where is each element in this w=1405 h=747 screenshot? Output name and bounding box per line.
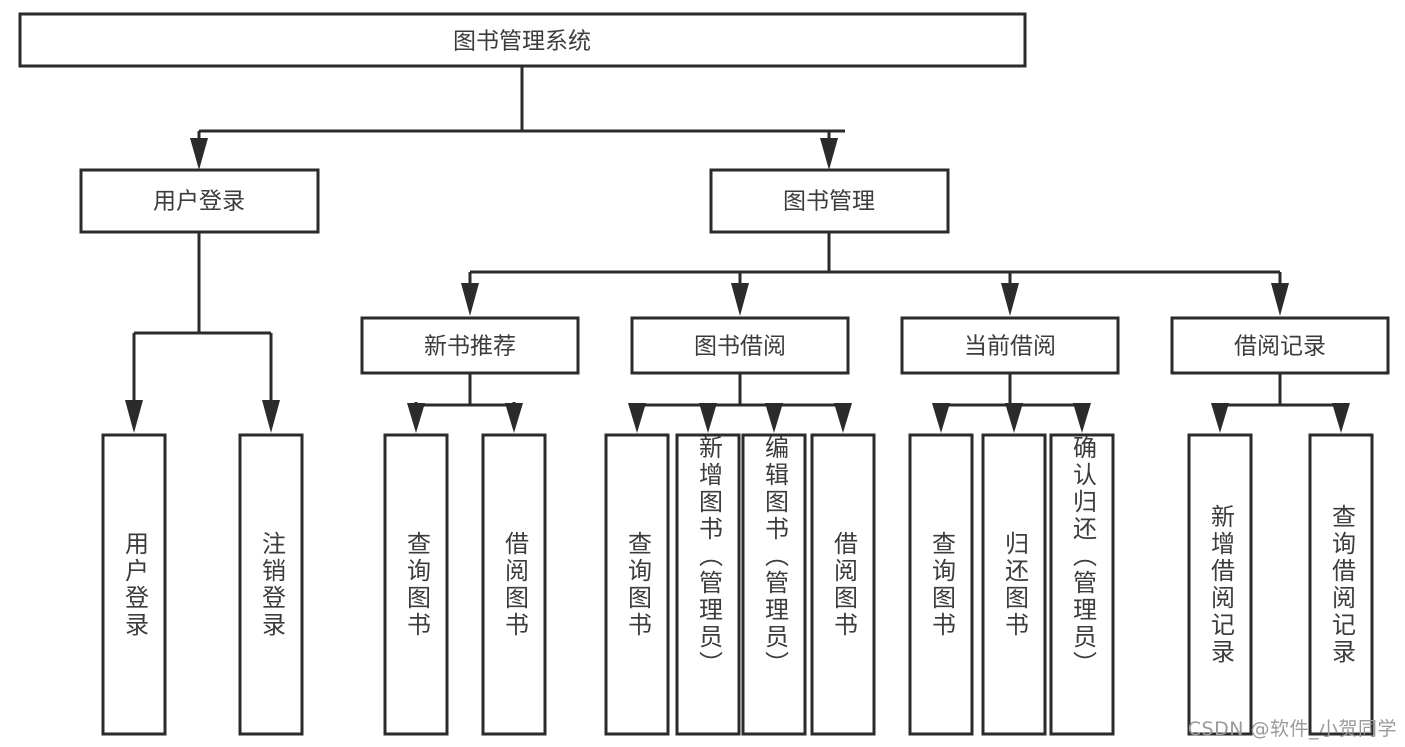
node-borrow-record-rect[interactable] [1170, 316, 1390, 375]
node-user-login[interactable]: 用户登录 [79, 168, 320, 234]
arrow-to-leaf-borrow-book-1 [505, 403, 523, 433]
arrow-to-borrow-record [1271, 283, 1289, 316]
node-new-book-recommend-rect[interactable] [360, 316, 580, 375]
arrow-to-leaf-edit-book-admin [765, 403, 783, 433]
node-current-borrow[interactable]: 当前借阅 [900, 316, 1120, 375]
arrow-to-leaf-confirm-return-admin [1073, 403, 1091, 433]
arrow-to-leaf-query-book-1 [407, 403, 425, 433]
node-user-login-label: 用户登录 [153, 189, 245, 215]
node-book-borrow[interactable]: 图书借阅 [630, 316, 850, 375]
node-book-management-rect[interactable] [709, 168, 950, 234]
arrow-to-leaf-return-book [1005, 403, 1023, 433]
connector-group-book-borrow [628, 373, 852, 433]
arrow-to-book-management [820, 138, 838, 170]
node-current-borrow-rect[interactable] [900, 316, 1120, 375]
node-user-login-rect[interactable] [79, 168, 320, 234]
arrow-to-leaf-add-book-admin [699, 403, 717, 433]
arrow-to-book-borrow [731, 283, 749, 316]
connector-group-new-book-recommend [407, 373, 523, 433]
node-book-borrow-label: 图书借阅 [694, 334, 786, 360]
leaf-borrow-book-2-rect[interactable] [810, 433, 876, 736]
node-book-management[interactable]: 图书管理 [709, 168, 950, 234]
connector-group-borrow-record [1211, 373, 1350, 433]
node-root[interactable]: 图书管理系统 [18, 12, 1027, 68]
leaf-confirm-return-admin-rect[interactable] [1049, 433, 1115, 736]
connector-group-user-login [125, 232, 280, 433]
connector-group-book-management [461, 232, 1289, 316]
leaf-query-book-1-rect[interactable] [383, 433, 449, 736]
leaf-logout-login-rect[interactable] [238, 433, 304, 736]
arrow-to-new-book-recommend [461, 283, 479, 316]
node-borrow-record[interactable]: 借阅记录 [1170, 316, 1390, 375]
arrow-to-leaf-query-book-3 [932, 403, 950, 433]
leaf-add-book-admin-rect[interactable] [675, 433, 741, 736]
node-borrow-record-label: 借阅记录 [1234, 334, 1326, 360]
arrow-to-leaf-borrow-book-2 [834, 403, 852, 433]
arrow-to-leaf-query-book-2 [628, 403, 646, 433]
leaf-borrow-book-1-rect[interactable] [481, 433, 547, 736]
leaf-query-book-2-rect[interactable] [604, 433, 670, 736]
csdn-watermark: CSDN @软件_小贺同学 [1187, 718, 1397, 740]
leaf-return-book-rect[interactable] [981, 433, 1047, 736]
node-book-borrow-rect[interactable] [630, 316, 850, 375]
connector-group-current-borrow [932, 373, 1091, 433]
node-root-label: 图书管理系统 [453, 29, 591, 55]
arrow-to-leaf-logout-login [262, 400, 280, 433]
node-book-management-label: 图书管理 [783, 189, 875, 215]
arrow-to-leaf-user-login [125, 400, 143, 433]
node-root-rect[interactable] [18, 12, 1027, 68]
leaf-add-borrow-record-rect[interactable] [1187, 433, 1253, 736]
arrow-to-leaf-add-borrow-record [1211, 403, 1229, 433]
node-new-book-recommend-label: 新书推荐 [424, 334, 516, 360]
leaf-user-login-rect[interactable] [101, 433, 167, 736]
arrow-to-current-borrow [1001, 283, 1019, 316]
node-current-borrow-label: 当前借阅 [964, 334, 1056, 360]
connector-group-root [190, 66, 845, 170]
leaf-edit-book-admin-rect[interactable] [741, 433, 807, 736]
leaf-query-book-3-rect[interactable] [908, 433, 974, 736]
arrow-to-user-login [190, 138, 208, 170]
arrow-to-leaf-query-borrow-record [1332, 403, 1350, 433]
leaf-box-group [101, 433, 1374, 736]
leaf-query-borrow-record-rect[interactable] [1308, 433, 1374, 736]
node-new-book-recommend[interactable]: 新书推荐 [360, 316, 580, 375]
